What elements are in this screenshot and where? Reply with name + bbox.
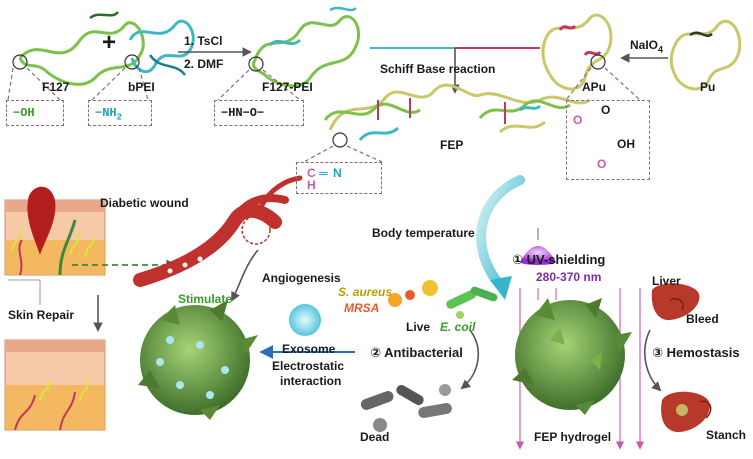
oh-group-box: −OH (6, 100, 64, 126)
apu-o2: O (601, 103, 611, 117)
bleed-label: Bleed (686, 312, 719, 326)
stanch-label: Stanch (706, 428, 747, 442)
bpei-chain (128, 19, 195, 74)
body-temperature-arrow (476, 175, 525, 290)
diabetic-skin (4, 186, 106, 276)
f127-label: F127 (42, 80, 70, 94)
mrsa-label: MRSA (344, 301, 380, 315)
liver-icon (651, 283, 700, 321)
angiogenesis-label: Angiogenesis (262, 271, 341, 285)
f127-pei-label: F127-PEI (262, 80, 313, 94)
apu-chain (541, 13, 613, 91)
naio4-label: NaIO4 (630, 38, 664, 55)
exosome-label: Exosome (282, 342, 336, 356)
skin-repair-label: Skin Repair (8, 308, 75, 322)
fep-hydrogel-label: FEP hydrogel (534, 430, 612, 444)
stanched-liver-icon (661, 391, 712, 433)
blood-vessel (133, 175, 303, 287)
fep-network (328, 83, 591, 131)
e-coil-label: E. coil (440, 320, 476, 334)
live-bacteria (388, 280, 498, 319)
uv-lamp-icon (520, 228, 556, 265)
step1-label: 1. TsCl (184, 34, 223, 48)
imine-n: N (333, 166, 342, 180)
body-temperature-label: Body temperature (372, 226, 475, 240)
dead-label: Dead (360, 430, 390, 444)
live-label: Live (406, 320, 431, 334)
imine-group-box: C ═ N H (296, 162, 382, 194)
hno-group: −HN−O− (221, 106, 265, 120)
apu-group-box: O O OH O (566, 100, 650, 180)
f127-end-circle (12, 54, 28, 70)
apu-oh: OH (617, 137, 635, 151)
dead-bacteria (360, 384, 452, 432)
step2-label: 2. DMF (184, 57, 224, 71)
bpei-label: bPEI (128, 80, 155, 94)
oh-group: −OH (13, 106, 35, 120)
nh2-group-box: −NH2 (88, 100, 152, 126)
imine-c: C (307, 166, 316, 180)
f127-pei-chain (251, 15, 361, 88)
apu-label: APu (582, 80, 606, 94)
fep-label: FEP (440, 138, 464, 152)
electrostatic-label-2: interaction (280, 374, 342, 388)
antibacterial-label: ② Antibacterial (370, 345, 463, 360)
angiogenesis-arrow (231, 249, 259, 302)
imine-h: H (307, 178, 316, 192)
electrostatic-label-1: Electrostatic (272, 359, 345, 373)
fep-hydrogel-ball (512, 298, 632, 415)
liver-label: Liver (652, 274, 681, 288)
s-aureus-label: S. aureus (338, 285, 393, 299)
exosome-icon (289, 304, 321, 336)
hno-group-box: −HN−O− (214, 100, 304, 126)
bleed-arrow (644, 329, 662, 392)
pu-label: Pu (700, 80, 716, 94)
apu-o3: O (597, 157, 607, 171)
schiff-base-label: Schiff Base reaction (380, 62, 496, 76)
diabetic-wound-label: Diabetic wound (100, 196, 189, 210)
apu-o1: O (573, 113, 583, 127)
exosome-hydrogel-ball (138, 300, 258, 420)
plus-sign: + (102, 29, 117, 56)
repaired-skin (4, 339, 106, 431)
hemostasis-label: ③ Hemostasis (652, 345, 740, 360)
antibacterial-arrow (460, 329, 479, 390)
f127-chain (18, 21, 145, 86)
uv-shielding-label: ① UV-shielding (512, 252, 606, 267)
stimulate-label: Stimulate (178, 292, 233, 306)
nh2-group: −NH2 (95, 106, 123, 123)
pu-chain (669, 19, 742, 91)
uv-range-label: 280-370 nm (536, 270, 602, 284)
